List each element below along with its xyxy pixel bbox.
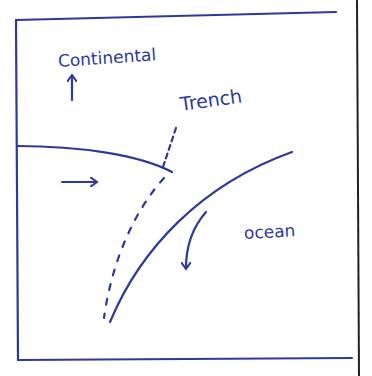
frame-left — [16, 20, 18, 360]
ocean-motion-arrow — [186, 212, 206, 268]
plate-motion-arrow — [62, 181, 96, 183]
ocean-label: ocean — [244, 221, 296, 242]
trench-leader — [162, 128, 176, 170]
frame-bottom — [18, 358, 352, 360]
page-edge-line — [357, 0, 359, 376]
continental-plate-edge — [17, 146, 172, 172]
trench-label: Trench — [179, 85, 244, 114]
uplift-arrow — [71, 76, 73, 100]
plate-label: Continental — [57, 45, 156, 70]
frame-top — [16, 12, 336, 20]
